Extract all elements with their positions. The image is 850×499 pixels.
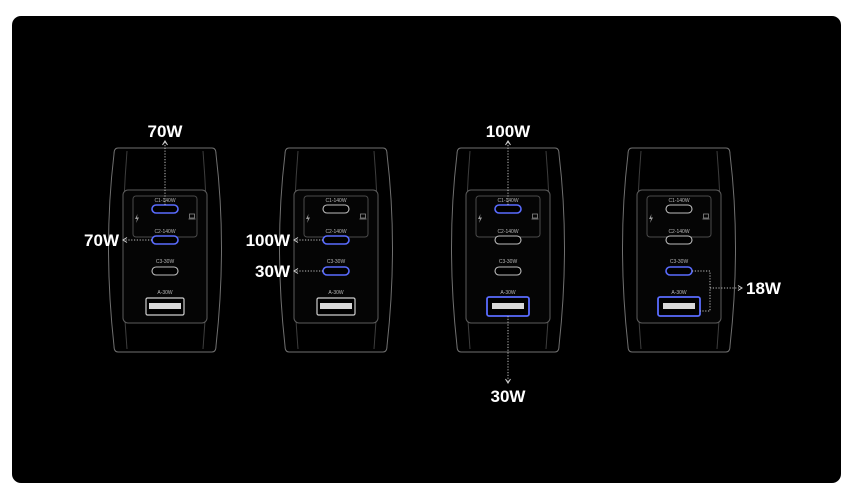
usb-a-tongue: [320, 303, 352, 309]
chargers-diagram: C1-140W C2-140W C3-30W A-30W 70W 70W C1-…: [84, 122, 782, 406]
output-watt-c1: 70W: [148, 122, 184, 141]
laptop-icon: [703, 213, 709, 219]
usb-c3-port: [151, 266, 179, 276]
port-label-c1: C1-140W: [668, 198, 689, 204]
charger-scenario-4: C1-140W C2-140W C3-30W A-30W 18W: [622, 147, 782, 353]
output-watt-c3: 30W: [255, 262, 291, 281]
port-label-c3: C3-30W: [156, 259, 175, 265]
output-watt-combined: 18W: [746, 279, 782, 298]
port-label-c3: C3-30W: [670, 259, 689, 265]
usb-a-tongue: [663, 303, 695, 309]
output-watt-a: 30W: [491, 387, 527, 406]
usb-c2-port: [665, 235, 693, 245]
charger-scenario-3: C1-140W C2-140W C3-30W A-30W 100W 30W: [451, 122, 565, 406]
laptop-icon: [189, 213, 195, 219]
port-label-c2: C2-140W: [497, 229, 518, 235]
usb-c2-port: [494, 235, 522, 245]
output-watt-c1: 100W: [486, 122, 531, 141]
usb-c3-port: [322, 266, 350, 276]
usb-c3-port: [494, 266, 522, 276]
usb-a-tongue: [492, 303, 524, 309]
port-label-a: A-30W: [500, 290, 516, 296]
port-label-a: A-30W: [328, 290, 344, 296]
usb-c2-port: [151, 235, 179, 245]
bolt-icon: [478, 214, 482, 223]
port-label-a: A-30W: [671, 290, 687, 296]
usb-c1-port: [665, 204, 693, 214]
usb-a-tongue: [149, 303, 181, 309]
charger-scenario-2: C1-140W C2-140W C3-30W A-30W 100W 30W: [246, 147, 393, 353]
port-label-c2: C2-140W: [154, 229, 175, 235]
bolt-icon: [649, 214, 653, 223]
port-label-a: A-30W: [157, 290, 173, 296]
laptop-icon: [532, 213, 538, 219]
bolt-icon: [306, 214, 310, 223]
bolt-icon: [135, 214, 139, 223]
charger-scenario-1: C1-140W C2-140W C3-30W A-30W 70W 70W: [84, 122, 222, 353]
usb-c1-port: [151, 204, 179, 214]
port-label-c3: C3-30W: [327, 259, 346, 265]
port-label-c1: C1-140W: [325, 198, 346, 204]
port-label-c2: C2-140W: [668, 229, 689, 235]
product-diagram-panel: C1-140W C2-140W C3-30W A-30W 70W 70W C1-…: [12, 16, 841, 483]
port-panel: [293, 189, 379, 324]
port-label-c3: C3-30W: [499, 259, 518, 265]
output-watt-c2: 100W: [246, 231, 291, 250]
port-panel: [636, 189, 722, 324]
usb-c1-port: [494, 204, 522, 214]
laptop-icon: [360, 213, 366, 219]
output-watt-c2: 70W: [84, 231, 120, 250]
port-label-c2: C2-140W: [325, 229, 346, 235]
leader-combined-bracket: [692, 270, 711, 312]
usb-c1-port: [322, 204, 350, 214]
usb-c3-port: [665, 266, 693, 276]
usb-c2-port: [322, 235, 350, 245]
